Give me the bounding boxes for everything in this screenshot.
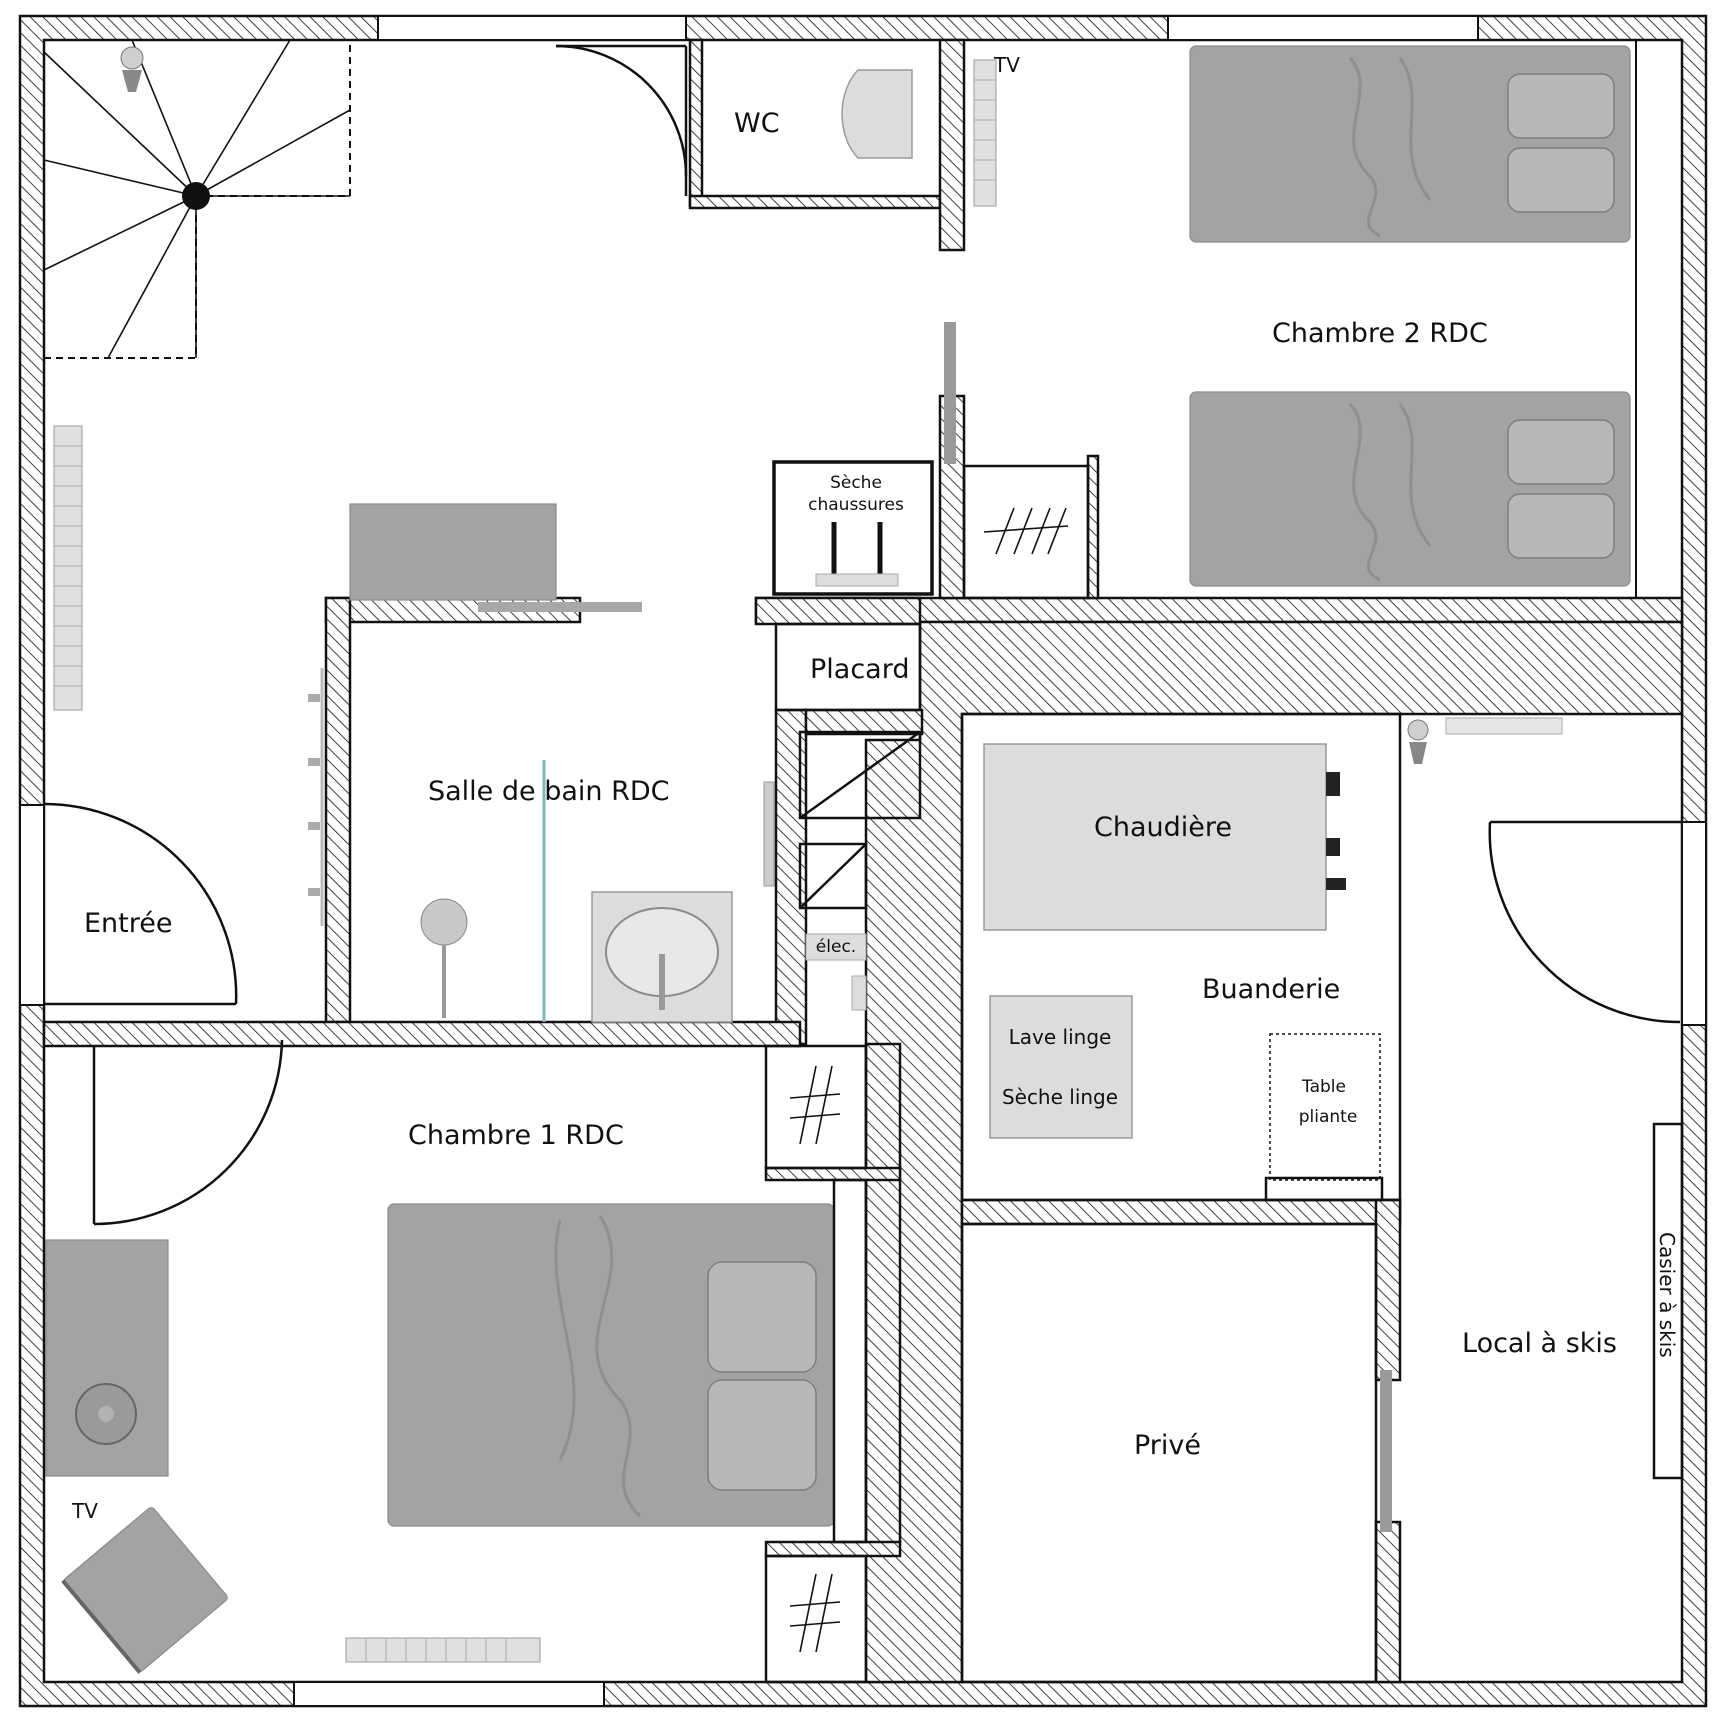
placard-box: [774, 622, 922, 712]
dresser: [45, 1239, 169, 1477]
room-chambre2: Chambre 2 RDC: [1272, 318, 1488, 349]
label-table-pliante-2: pliante: [1299, 1107, 1358, 1127]
boiler: [983, 743, 1346, 931]
label-seche-chaussures-2: chaussures: [808, 495, 904, 515]
bench: [349, 503, 557, 601]
outer-walls: [18, 14, 1708, 1708]
towel-rail: [763, 781, 775, 887]
room-local-skis: Local à skis: [1462, 1328, 1617, 1359]
bed-chambre2-top: [1189, 45, 1631, 243]
radiator-hall: [53, 425, 83, 711]
room-salle-de-bain: Salle de bain RDC: [428, 776, 670, 807]
room-wc: WC: [734, 108, 780, 139]
buanderie-frame: [960, 712, 1402, 1202]
radiator-chambre1: [345, 1637, 541, 1663]
room-entree: Entrée: [84, 908, 173, 939]
label-casier-skis: Casier à skis: [1655, 1232, 1679, 1358]
chambre1-door[interactable]: [92, 1039, 284, 1226]
label-tv-bottom: TV: [71, 1499, 98, 1523]
armchair-icon: [61, 1507, 228, 1674]
sink-icon: [591, 891, 733, 1023]
bed-chambre2-bottom: [1189, 391, 1631, 587]
window-top-left: [377, 15, 687, 41]
window-top-right: [1167, 15, 1479, 41]
sliding-door-chambre2[interactable]: [944, 322, 956, 464]
elec-panel: [805, 933, 867, 961]
window-right: [1681, 821, 1707, 1026]
wardrobe-chambre1-bottom: [764, 1554, 868, 1684]
label-table-pliante-1: Table: [1301, 1077, 1346, 1097]
entrance-opening: [19, 804, 45, 1006]
radiator-chambre2: [973, 59, 997, 207]
prive-frame: [960, 1222, 1378, 1684]
room-prive: Privé: [1134, 1430, 1201, 1461]
shaft-1: [798, 730, 922, 820]
ski-locker: [1652, 1122, 1684, 1480]
interior-walls: [42, 38, 1684, 1684]
coat-hooks: [308, 668, 324, 926]
wc-door[interactable]: [555, 44, 688, 196]
ski-room-door[interactable]: [1488, 820, 1682, 1024]
bed-chambre1: [387, 1203, 835, 1527]
bench-shelf: [478, 602, 642, 612]
shoe-dryer: [772, 460, 934, 596]
entrance-door[interactable]: [43, 802, 238, 1006]
wardrobe-chambre2: [962, 464, 1090, 600]
room-chaudiere: Chaudière: [1094, 812, 1232, 843]
label-seche-linge: Sèche linge: [1002, 1085, 1118, 1109]
folding-table: [1264, 1033, 1384, 1202]
elec-box: [851, 975, 867, 1011]
spiral-staircase: [43, 39, 351, 359]
lamp-icon-skis: [1407, 719, 1429, 764]
light-fixture: [1445, 717, 1563, 735]
label-seche-chaussures-1: Sèche: [830, 473, 882, 493]
sliding-door-prive[interactable]: [1380, 1370, 1392, 1532]
shaft-2: [798, 842, 868, 910]
shower-head-icon: [420, 898, 468, 1018]
room-buanderie: Buanderie: [1202, 974, 1340, 1005]
window-bottom: [293, 1681, 605, 1707]
label-lave-linge: Lave linge: [1009, 1025, 1112, 1049]
wall-strip: [832, 1178, 868, 1544]
label-elec: élec.: [816, 937, 856, 957]
toilet-icon: [841, 69, 913, 159]
room-placard: Placard: [810, 654, 909, 685]
lamp-icon: [120, 46, 144, 92]
label-tv-top: TV: [993, 53, 1020, 77]
wardrobe-chambre1-top: [764, 1044, 868, 1170]
washer-dryer: [989, 995, 1133, 1139]
room-chambre1: Chambre 1 RDC: [408, 1120, 624, 1151]
